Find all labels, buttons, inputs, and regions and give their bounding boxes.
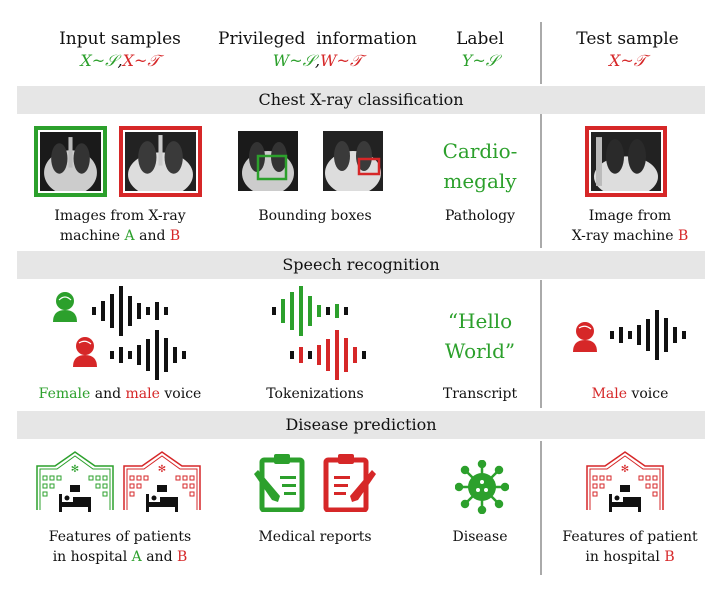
bounding-box-green xyxy=(256,154,288,181)
math-x-source: X~𝒮 xyxy=(80,51,118,70)
section-banner-disease: Disease prediction xyxy=(17,411,705,439)
header-test: Test sample X~𝒯 xyxy=(545,28,710,72)
math-sep: , xyxy=(117,51,123,70)
caption-line: Image from xyxy=(588,208,672,224)
hospital-b-label: B xyxy=(176,549,188,565)
hospital-b-label: B xyxy=(664,549,675,565)
caption-text: voice xyxy=(159,386,202,402)
xray-icon xyxy=(125,132,196,198)
label-line: Cardio- xyxy=(442,139,518,163)
caption-text: and xyxy=(141,549,177,565)
waveform-female-icon xyxy=(92,286,168,336)
caption-text: and xyxy=(134,228,170,244)
xray-icon xyxy=(323,131,383,191)
caption-line: Features of patients xyxy=(48,529,192,545)
waveform-test-male-icon xyxy=(610,310,686,360)
caption-xray-input: Images from X-ray machine A and B xyxy=(30,206,210,246)
xray-icon xyxy=(40,132,101,196)
waveform-male-icon xyxy=(110,330,186,380)
caption-bounding-boxes: Bounding boxes xyxy=(258,208,372,224)
waveform-tokens-red-icon xyxy=(290,330,366,380)
math-y-source: Y~𝒮 xyxy=(461,51,499,70)
waveform-tokens-green-icon xyxy=(272,286,348,336)
male-user-icon xyxy=(73,337,97,367)
caption-speech-test: Male voice xyxy=(550,384,710,404)
header-privileged: Privileged information W~𝒮,W~𝒯 xyxy=(210,28,425,72)
caption-text: in hospital xyxy=(52,549,132,565)
male-label: male xyxy=(125,386,160,402)
male-label: Male xyxy=(591,386,628,402)
divider-line xyxy=(540,22,542,84)
hospital-test-b-icon xyxy=(586,451,664,513)
caption-text: in hospital xyxy=(585,549,665,565)
caption-text: machine xyxy=(59,228,125,244)
caption-xray-test: Image from X-ray machine B xyxy=(550,206,710,246)
machine-a: A xyxy=(124,228,135,244)
caption-transcript: Transcript xyxy=(442,386,518,402)
divider-line xyxy=(540,114,542,248)
xray-bbox-image-b xyxy=(323,131,383,191)
header-label-title: Label xyxy=(456,29,504,49)
caption-line: Features of patient xyxy=(562,529,698,545)
caption-text: X-ray machine xyxy=(571,228,678,244)
xray-image-machine-a xyxy=(34,126,107,197)
label-hello-world: “Hello World” xyxy=(430,306,530,366)
caption-pathology: Pathology xyxy=(445,208,515,224)
female-label: Female xyxy=(38,386,91,402)
male-user-icon xyxy=(573,322,597,352)
caption-text: and xyxy=(90,386,126,402)
caption-speech-input: Female and male voice xyxy=(25,384,215,404)
xray-icon xyxy=(591,132,661,198)
header-input-samples: Input samples X~𝒮,X~𝒯 xyxy=(30,28,210,72)
machine-b: B xyxy=(678,228,689,244)
math-w-target: W~𝒯 xyxy=(320,51,363,70)
label-line: megaly xyxy=(443,169,517,193)
hospital-b-icon xyxy=(123,451,201,513)
math-sep: , xyxy=(315,51,321,70)
caption-tokenizations: Tokenizations xyxy=(266,386,364,402)
caption-text: voice xyxy=(627,386,669,402)
hospital-a-icon xyxy=(36,451,114,513)
hospital-a-label: A xyxy=(131,549,142,565)
medical-report-green-icon xyxy=(254,454,305,512)
math-x-target: X~𝒯 xyxy=(122,51,160,70)
female-user-icon xyxy=(53,292,77,322)
section-banner-speech: Speech recognition xyxy=(17,251,705,279)
caption-line: Images from X-ray xyxy=(54,208,186,224)
xray-test-image-machine-b xyxy=(585,126,667,198)
header-test-title: Test sample xyxy=(576,29,679,49)
xray-bbox-image-a xyxy=(238,131,298,191)
label-line: “Hello xyxy=(447,309,513,333)
divider-line xyxy=(540,441,542,575)
virus-disease-icon xyxy=(455,460,509,514)
math-w-source: W~𝒮 xyxy=(272,51,316,70)
caption-medical-reports: Medical reports xyxy=(258,529,372,545)
header-label: Label Y~𝒮 xyxy=(435,28,525,72)
label-line: World” xyxy=(444,339,516,363)
caption-disease-test: Features of patient in hospital B xyxy=(550,527,710,567)
machine-b: B xyxy=(169,228,181,244)
caption-disease-input: Features of patients in hospital A and B xyxy=(25,527,215,567)
xray-image-machine-b xyxy=(119,126,202,198)
header-input-title: Input samples xyxy=(59,29,181,49)
xray-icon xyxy=(238,131,298,191)
medical-report-red-icon xyxy=(323,454,376,512)
caption-disease: Disease xyxy=(452,529,508,545)
math-x-target-test: X~𝒯 xyxy=(608,51,647,70)
section-banner-xray: Chest X-ray classification xyxy=(17,86,705,114)
label-cardiomegaly: Cardio- megaly xyxy=(430,136,530,196)
divider-line xyxy=(540,280,542,408)
header-privileged-title: Privileged information xyxy=(218,29,417,49)
bounding-box-red xyxy=(357,157,381,176)
